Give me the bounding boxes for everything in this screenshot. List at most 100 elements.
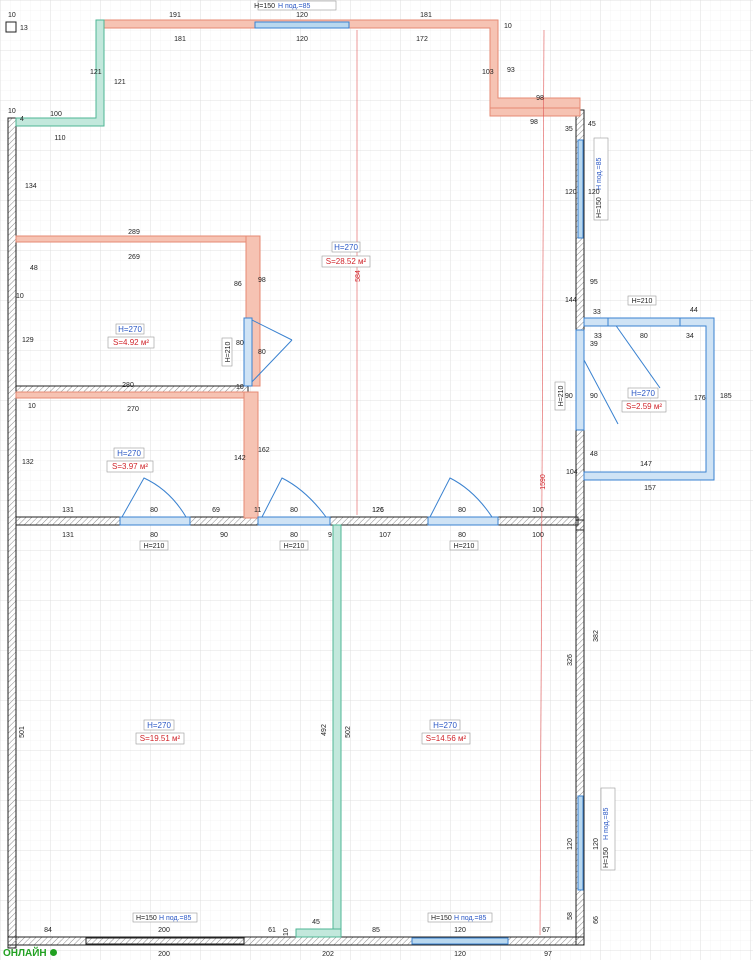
dimension-label: 131 (62, 532, 74, 539)
dimension-label: 98 (530, 119, 538, 126)
dimension-label: 132 (22, 459, 34, 466)
room-label-mid-left: H=270 S=3.97 м² (106, 447, 154, 473)
dimension-label: 326 (567, 654, 574, 666)
dimension-label: 80 (236, 340, 244, 347)
dimension-label: 10 (504, 23, 512, 30)
dimension-label: 95 (590, 279, 598, 286)
door-tags: H=210 H=210 H=210 H=210 H=210 H=210 (139, 295, 657, 551)
online-status-label: ОНЛАЙН (3, 948, 47, 959)
dimension-label: 98 (536, 95, 544, 102)
dimension-label: 80 (290, 507, 298, 514)
door-tag: H=210 (454, 543, 475, 550)
dimension-label: 131 (62, 507, 74, 514)
dimension-label: 35 (565, 126, 573, 133)
dimension-label: 120 (296, 12, 308, 19)
dimension-label: 126 (372, 507, 384, 514)
room-label-bottom-right: H=270 S=14.56 м² (421, 719, 471, 745)
dimension-label: 492 (321, 724, 328, 736)
door-tag: H=210 (144, 543, 165, 550)
dimension-label: 67 (542, 927, 550, 934)
dimension-label: 80 (458, 507, 466, 514)
window-height: H=150 (431, 915, 452, 922)
window-height: H=150 (596, 197, 603, 218)
dimension-label: 80 (458, 532, 466, 539)
dimension-label: 120 (565, 189, 577, 196)
room-label-main-hall: H=270 S=28.52 м² (321, 241, 371, 268)
dimension-label: 584 (355, 270, 362, 282)
window-sill: H под.=85 (159, 915, 192, 922)
dimension-label: 80 (150, 507, 158, 514)
dimension-label: 90 (565, 393, 573, 400)
dimension-label: 10 (28, 403, 36, 410)
dimension-label: 289 (128, 229, 140, 236)
room-height: H=270 (334, 243, 358, 252)
room-area: S=14.56 м² (426, 734, 467, 743)
dimension-label: 100 (532, 507, 544, 514)
dimension-label: 103 (482, 69, 494, 76)
green-walls (15, 19, 342, 938)
room-height: H=270 (118, 325, 142, 334)
window-tag: H=150 H под.=85 (132, 912, 198, 923)
dimension-label: 1590 (540, 474, 547, 490)
dimension-label: 48 (590, 451, 598, 458)
dimension-label: 270 (127, 406, 139, 413)
dimension-label: 11 (254, 507, 261, 514)
window-tags: H=150 H под.=85 H=150 H под.=85 H=150 H … (132, 0, 616, 923)
online-status: ОНЛАЙН (3, 948, 57, 959)
online-dot-icon (49, 949, 57, 956)
dimension-label: 85 (372, 927, 380, 934)
room-height: H=270 (117, 449, 141, 458)
dimension-label: 34 (686, 333, 694, 340)
dimension-labels: 191 120 181 10 181 120 172 13 10 121 121… (8, 12, 732, 958)
dimension-label: 185 (720, 393, 732, 400)
dimension-label: 10 (8, 12, 16, 19)
window-height: H=150 (254, 3, 275, 10)
dimension-label: 120 (454, 951, 466, 958)
dimension-label: 48 (30, 265, 38, 272)
room-labels: H=270 S=28.52 м² H=270 S=4.92 м² H=270 S… (106, 241, 667, 745)
room-label-right-small: H=270 S=2.59 м² (621, 387, 667, 413)
room-label-bottom-left: H=270 S=19.51 м² (135, 719, 185, 745)
door-tag: H=210 (284, 543, 305, 550)
door-tag: H=210 (558, 385, 565, 406)
room-height: H=270 (433, 721, 457, 730)
dimension-label: 100 (50, 111, 62, 118)
dimension-label: 200 (158, 951, 170, 958)
window-sill: H под.=85 (596, 157, 603, 190)
dimension-label: 33 (593, 309, 601, 316)
dimension-label: 181 (174, 36, 186, 43)
window-tag: H=150 H под.=85 (427, 912, 493, 923)
dimension-label: 10 (236, 384, 244, 391)
dimension-label: 172 (416, 36, 428, 43)
dimension-label: 129 (22, 337, 34, 344)
window-tag: H=150 H под.=85 (600, 787, 616, 871)
dimension-label: 202 (322, 951, 334, 958)
window-sill: H под.=85 (603, 807, 610, 840)
dimension-label: 142 (234, 455, 246, 462)
dimension-label: 134 (25, 183, 37, 190)
guide-lines (356, 29, 545, 936)
dimension-label: 502 (345, 726, 352, 738)
doors (119, 317, 681, 526)
dimension-label: 90 (220, 532, 228, 539)
dimension-label: 80 (150, 532, 158, 539)
dimension-label: 61 (268, 927, 276, 934)
dimension-label: 280 (122, 382, 134, 389)
room-area: S=2.59 м² (626, 402, 662, 411)
dimension-label: 98 (258, 277, 266, 284)
dimension-label: 120 (588, 189, 600, 196)
dimension-label: 157 (644, 485, 656, 492)
window-tag: H=150 H под.=85 (254, 0, 337, 11)
door-tag: H=210 (632, 298, 653, 305)
dimension-label: 121 (114, 79, 126, 86)
dimension-label: 269 (128, 254, 140, 261)
dimension-label: 144 (565, 297, 577, 304)
dimension-label: 10 (8, 108, 16, 115)
dimension-label: 86 (234, 281, 242, 288)
dimension-label: 110 (54, 135, 65, 142)
dimension-label: 90 (590, 393, 598, 400)
dimension-label: 58 (567, 912, 574, 920)
dimension-label: 4 (20, 116, 24, 123)
dimension-label: 200 (158, 927, 170, 934)
